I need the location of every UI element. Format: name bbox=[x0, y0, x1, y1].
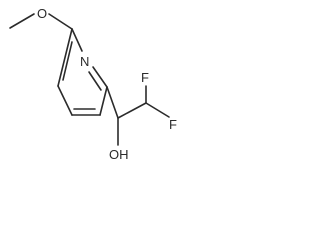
atom-label-hydroxyl: OH bbox=[109, 147, 129, 162]
bond-cf2-f-right bbox=[145, 102, 170, 118]
bond-ring-n-c2 bbox=[92, 66, 108, 88]
bond-chiral-cf2 bbox=[117, 102, 147, 119]
bond-ring-n-c2-inner bbox=[88, 71, 102, 91]
atom-label-ring-nitrogen: N bbox=[80, 54, 89, 69]
bond-ring-c5-c6 bbox=[57, 28, 73, 87]
bond-ring-c2-c3 bbox=[99, 86, 108, 116]
bond-methyl-o bbox=[9, 13, 35, 29]
atom-label-fluorine-right: F bbox=[169, 117, 177, 132]
atom-label-methoxy-oxygen: O bbox=[37, 6, 47, 21]
bond-ring-c6-n bbox=[71, 28, 83, 52]
bond-o-ring bbox=[48, 13, 73, 30]
bond-ring-c4-c5 bbox=[57, 85, 73, 116]
bond-c2-chiral bbox=[106, 86, 119, 119]
molecule-structure: O N F F OH bbox=[9, 6, 177, 162]
atom-label-fluorine-top: F bbox=[141, 70, 149, 85]
bond-ring-c5-c6-inner bbox=[62, 41, 73, 81]
